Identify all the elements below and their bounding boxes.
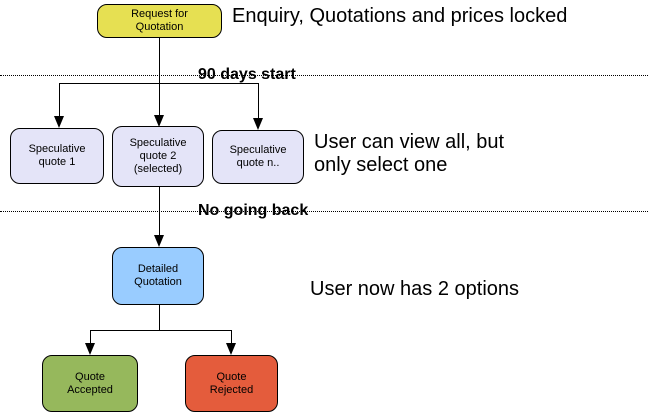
node-request-for-quotation: Request for Quotation: [97, 4, 222, 38]
phase-label-no-going-back: No going back: [198, 202, 309, 219]
connector-to-quote-1: [59, 83, 60, 116]
arrowhead-quote-1-icon: [54, 116, 64, 128]
node-speculative-quote-n-label: Speculative quote n..: [229, 144, 287, 169]
node-request-for-quotation-label: Request for Quotation: [131, 8, 188, 33]
connector-branch-bottom: [90, 330, 232, 331]
connector-to-rejected: [231, 330, 232, 343]
node-speculative-quote-2-label: Speculative quote 2 (selected): [129, 137, 187, 175]
connector-to-accepted: [90, 330, 91, 343]
phase-separator-line-1: [0, 75, 648, 76]
node-quote-accepted: Quote Accepted: [42, 355, 138, 412]
node-quote-rejected-label: Quote Rejected: [209, 370, 254, 396]
node-speculative-quote-1-label: Speculative quote 1: [28, 143, 86, 168]
arrowhead-quote-n-icon: [253, 118, 263, 130]
annotation-user-can-view-all: User can view all, but only select one: [314, 131, 505, 176]
node-quote-accepted-label: Quote Accepted: [67, 370, 113, 396]
node-quote-rejected: Quote Rejected: [185, 355, 278, 412]
node-speculative-quote-1: Speculative quote 1: [10, 128, 104, 184]
node-detailed-quotation-label: Detailed Quotation: [134, 263, 182, 288]
node-speculative-quote-2: Speculative quote 2 (selected): [112, 126, 204, 187]
connector-quote2-to-detailed: [159, 187, 160, 235]
connector-detailed-to-branch: [159, 305, 160, 330]
arrowhead-rejected-icon: [226, 343, 236, 355]
node-detailed-quotation: Detailed Quotation: [112, 247, 204, 305]
connector-to-quote-n: [258, 83, 259, 118]
connector-to-quote-2: [159, 83, 160, 115]
arrowhead-quote-2-icon: [154, 115, 164, 127]
phase-separator-line-2: [0, 211, 648, 212]
arrowhead-accepted-icon: [85, 343, 95, 355]
node-speculative-quote-n: Speculative quote n..: [212, 130, 304, 184]
arrowhead-detailed-icon: [154, 235, 164, 247]
phase-label-90-days-start: 90 days start: [198, 66, 296, 83]
connector-request-to-branch: [159, 38, 160, 83]
annotation-enquiry-prices-locked: Enquiry, Quotations and prices locked: [232, 5, 568, 27]
annotation-user-two-options: User now has 2 options: [310, 278, 520, 300]
